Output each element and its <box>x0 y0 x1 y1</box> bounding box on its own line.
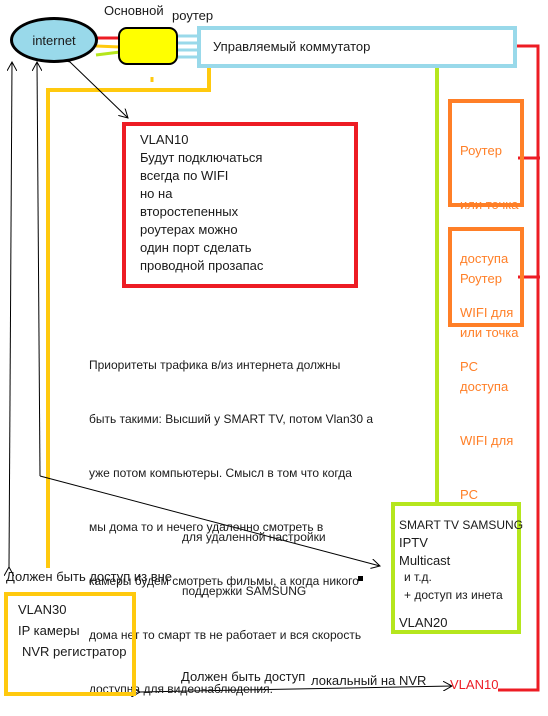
local-access-label-b: локальный на NVR <box>311 673 427 688</box>
wifi-router-2-line: PC <box>460 487 479 502</box>
wifi-router-2-line: Роутер <box>460 271 502 286</box>
wifi-router-1-line: PC <box>460 359 479 374</box>
vlan10-line: проводной прозапас <box>140 258 264 273</box>
main-router <box>118 27 178 65</box>
vlan30-box: VLAN30 IP камеры NVR регистратор <box>4 592 136 696</box>
access-outside-label: Должен быть доступ из вне <box>6 569 173 584</box>
priority-note-line: мы дома то и нечего удаленно смотреть в <box>89 520 324 534</box>
wifi-router-2: Роутер или точка доступа WIFI для PC <box>448 227 524 502</box>
vlan10-line: Будут подключаться <box>140 150 263 165</box>
smart-tv-line: SMART TV SAMSUNG <box>399 518 524 532</box>
samsung-note-line: для удаленной настройки <box>182 530 326 544</box>
vlan10-box: VLAN10 Будут подключаться всегда по WIFI… <box>122 122 358 288</box>
vlan10-line: роутерах можно <box>140 222 238 237</box>
arrow-left-outer <box>9 62 12 567</box>
smart-tv-line: Multicast <box>399 553 451 568</box>
vlan10-bottom-label: VLAN10 <box>450 677 499 692</box>
vlan10-line: всегда по WIFI <box>140 168 229 183</box>
internet-label: internet <box>32 32 76 48</box>
managed-switch: Управляемый коммутатор <box>197 26 517 68</box>
internet-cloud: internet <box>10 17 98 63</box>
priority-note-line: уже потом компьютеры. Смысл в том что ко… <box>89 466 352 480</box>
vlan10-line: второстепенных <box>140 204 239 219</box>
vlan10-title: VLAN10 <box>140 132 189 147</box>
arrow-left-inner <box>37 62 40 477</box>
wifi-router-2-line: или точка <box>460 325 519 340</box>
wifi-router-1: Роутер или точка доступа WIFI для PC <box>448 99 524 374</box>
arrow-internet-vlan10 <box>70 62 128 118</box>
wifi-router-1-line: WIFI для <box>460 305 514 320</box>
wifi-router-1-line: или точка <box>460 197 519 212</box>
smart-tv-line: и т.д. <box>404 570 432 584</box>
link-green <box>95 50 121 57</box>
wifi-router-2-line: доступа <box>460 379 509 394</box>
priority-note-line: быть такими: Высший у SMART TV, потом Vl… <box>89 412 374 426</box>
wifi-router-1-line: доступа <box>460 251 509 266</box>
link-yellow <box>95 44 121 49</box>
wifi-router-1-line: Роутер <box>460 143 502 158</box>
vlan30-line: NVR регистратор <box>22 644 127 659</box>
switch-label: Управляемый коммутатор <box>213 39 371 54</box>
smart-tv-box: SMART TV SAMSUNG IPTV Multicast и т.д. +… <box>391 502 524 634</box>
vlan10-line: но на <box>140 186 173 201</box>
wifi-router-2-line: WIFI для <box>460 433 514 448</box>
main-router-label: Основной <box>104 3 164 18</box>
samsung-note-line: поддержки SAMSUNG <box>182 584 307 598</box>
vlan30-line: IP камеры <box>18 623 80 638</box>
vlan30-title: VLAN30 <box>18 602 67 617</box>
router-word-label: роутер <box>172 8 214 23</box>
vlan10-cable <box>498 44 540 692</box>
smart-tv-vlan: VLAN20 <box>399 615 448 630</box>
arrow-local-nvr <box>140 686 452 692</box>
local-access-label-a: Должен быть доступ <box>181 669 306 684</box>
vlan10-line: один порт сделать <box>140 240 252 255</box>
priority-note-line: Приоритеты трафика в/из интернета должны <box>89 358 341 372</box>
samsung-note: для удаленной настройки поддержки SAMSUN… <box>182 492 326 618</box>
smart-tv-line: IPTV <box>399 535 428 550</box>
smart-tv-line: + доступ из инета <box>404 588 503 602</box>
priority-note-line: камеры будем смотреть фильмы, а когда ни… <box>89 574 359 588</box>
